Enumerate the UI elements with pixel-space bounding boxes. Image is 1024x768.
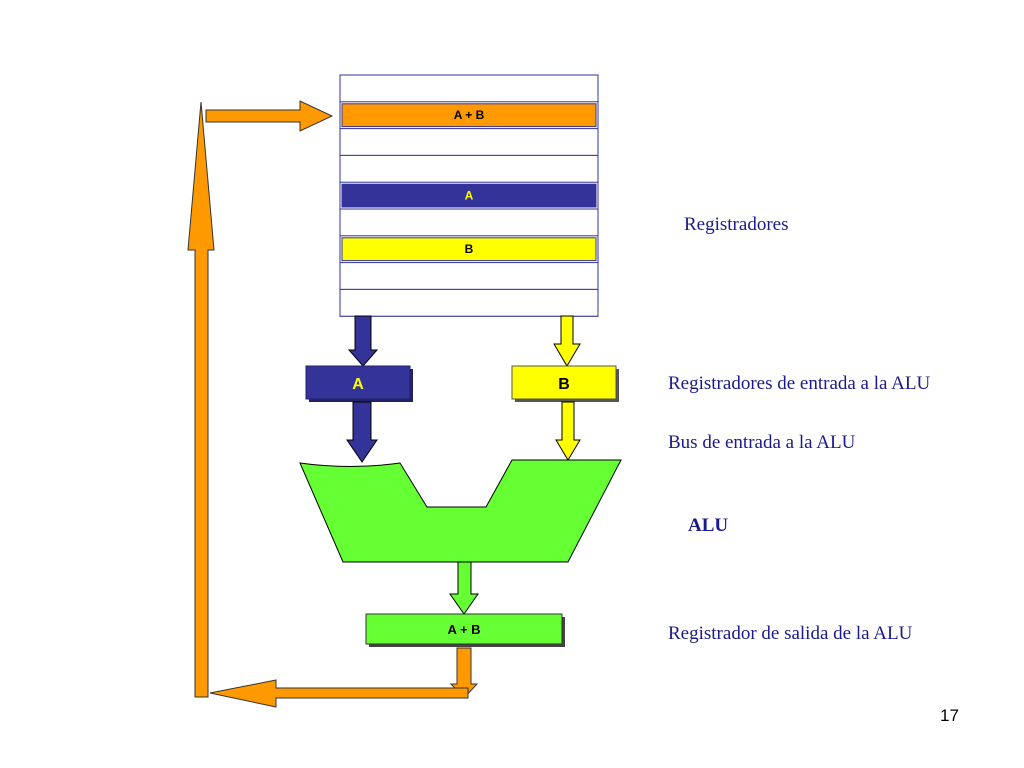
register-row: [339, 154, 599, 183]
arrow-b-down-icon: [553, 315, 581, 367]
input-bus-a-arrow-icon: [346, 401, 378, 463]
register-row: [341, 183, 597, 208]
arrow-a-down-icon: [347, 315, 379, 367]
alu-output-register-label-text: Registrador de salida de la ALU: [668, 623, 913, 644]
feedback-left-arrow-icon: [209, 679, 469, 708]
alu-output-register: [365, 613, 563, 645]
alu-input-register-a: [305, 365, 411, 400]
alu-input-register-a-label: A: [352, 376, 364, 393]
register-row: [339, 208, 599, 237]
feedback-right-arrow-icon: [205, 100, 334, 132]
alu-input-registers-label: Registradores de entrada a la ALU: [668, 373, 931, 394]
alu-shape: [299, 459, 622, 563]
slide-number: 17: [940, 706, 959, 725]
alu-label: ALU: [688, 515, 729, 536]
register-row: [339, 128, 599, 156]
alu-output-arrow-icon: [449, 561, 479, 615]
alu-output-register-label: A + B: [447, 622, 480, 637]
register-row: [339, 288, 599, 317]
feedback-up-arrow-icon: [187, 101, 215, 698]
register-row-label: B: [465, 242, 474, 256]
register-row: [341, 103, 597, 128]
input-bus-b-arrow-icon: [555, 401, 581, 461]
register-row-label: A: [465, 189, 474, 203]
alu-input-register-b: [511, 365, 617, 400]
registers-label: Registradores: [684, 214, 789, 235]
alu-input-register-b-label: B: [558, 376, 570, 393]
feedback-down-arrow-icon: [449, 647, 479, 699]
register-row: [339, 74, 599, 103]
register-row: [339, 262, 599, 290]
register-row-label: A + B: [454, 108, 485, 122]
register-file: A + B A B: [339, 74, 599, 317]
register-row: [341, 237, 597, 262]
alu-input-bus-label: Bus de entrada a la ALU: [668, 432, 856, 453]
